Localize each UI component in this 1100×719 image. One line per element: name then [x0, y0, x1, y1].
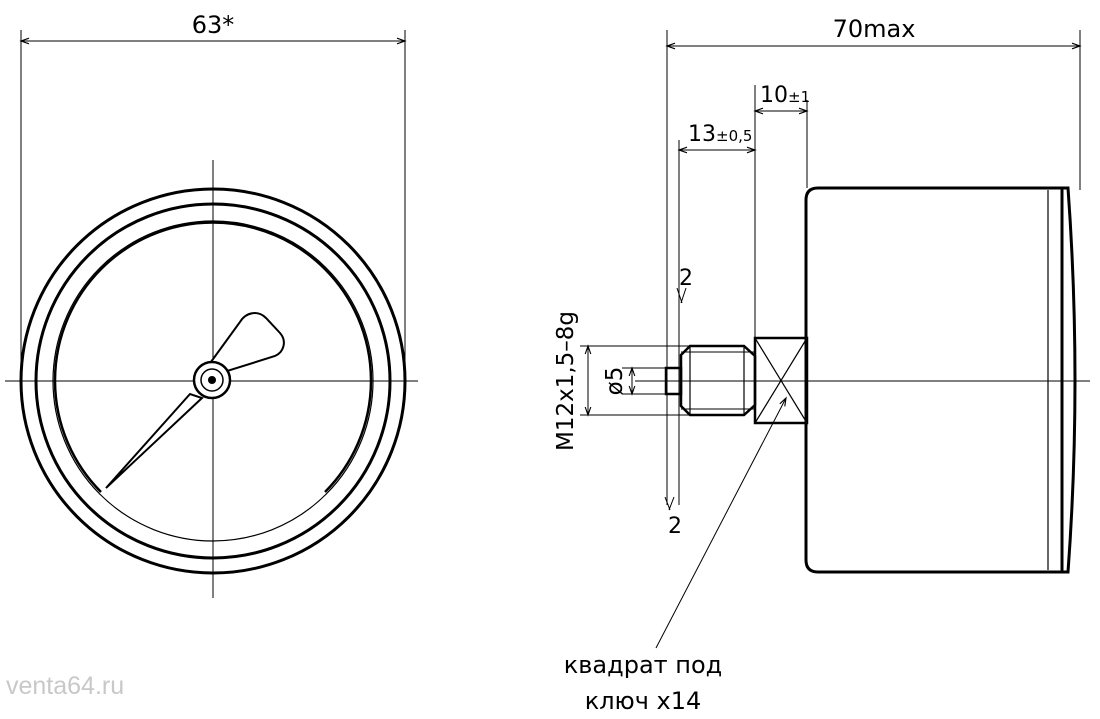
gauge-front-bezel [1062, 186, 1077, 574]
dial-face-ring [52, 220, 374, 542]
overall-length-label: 70max [833, 15, 916, 43]
extension-lines [666, 30, 1081, 505]
inlet-nipple [664, 366, 683, 396]
thread-dimension [580, 344, 690, 417]
chamfer-top-label: 2 [679, 266, 693, 291]
fitting-length-label: 13±0,5 [688, 122, 752, 147]
wrench-leader-line [655, 396, 787, 649]
thread-label: M12x1,5–8g [553, 311, 579, 451]
diameter-dimension [19, 30, 407, 381]
chamfer-top-mark [676, 287, 687, 304]
fitting-length-main: 13 [688, 122, 716, 147]
bore-label: ø5 [602, 367, 628, 396]
side-view [580, 30, 1090, 649]
collar-width-main: 10 [760, 83, 788, 108]
threaded-fitting [679, 344, 757, 417]
front-view [5, 30, 418, 598]
watermark-text: venta64.ru [6, 672, 124, 700]
scale-arc [53, 221, 373, 493]
diameter-label: 63* [192, 11, 235, 39]
chamfer-bottom-label: 2 [668, 514, 682, 539]
chamfer-bottom-mark [664, 496, 675, 511]
fitting-length-tol: ±0,5 [716, 127, 752, 145]
inner-bezel-ring [34, 202, 392, 560]
collar-width-tol: ±1 [788, 88, 810, 106]
gauge-case-body [804, 186, 1064, 574]
pointer-needle [105, 312, 285, 489]
wrench-note-line2: ключ х14 [585, 687, 702, 715]
wrench-note-line1: квадрат под [564, 651, 722, 679]
bore-dimension [622, 366, 666, 396]
collar-width-label: 10±1 [760, 83, 810, 108]
